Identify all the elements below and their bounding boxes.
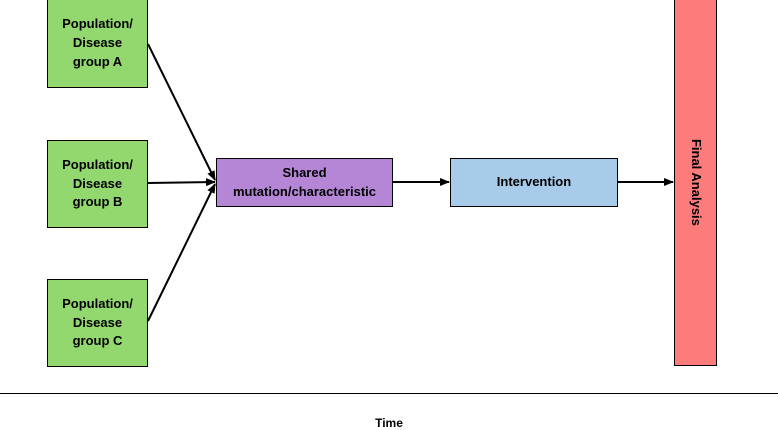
group-a-line1: Population/ bbox=[62, 16, 133, 32]
group-c-line1: Population/ bbox=[62, 295, 133, 311]
intervention-label: Intervention bbox=[496, 174, 572, 190]
time-axis-line bbox=[0, 393, 778, 394]
population-group-a-node: Population/ Disease group A bbox=[47, 0, 148, 88]
time-axis-label: Time bbox=[375, 416, 403, 430]
arrow-group-b-to-shared bbox=[147, 178, 216, 187]
population-group-c-node: Population/ Disease group C bbox=[47, 279, 148, 367]
arrow-group-a-to-shared bbox=[147, 43, 216, 181]
group-a-line2: Disease bbox=[72, 35, 123, 51]
final-analysis-node: Final Analysis bbox=[674, 0, 717, 366]
shared-line2: mutation/characteristic bbox=[232, 183, 377, 199]
group-b-line2: Disease bbox=[72, 175, 123, 191]
group-c-line2: Disease bbox=[72, 314, 123, 330]
population-group-b-node: Population/ Disease group B bbox=[47, 140, 148, 228]
shared-line1: Shared bbox=[282, 164, 327, 180]
intervention-node: Intervention bbox=[450, 158, 618, 207]
final-analysis-label: Final Analysis bbox=[688, 139, 704, 226]
group-a-line3: group A bbox=[72, 53, 123, 69]
group-b-line3: group B bbox=[72, 194, 123, 210]
shared-characteristic-node: Shared mutation/characteristic bbox=[216, 158, 393, 207]
group-c-line3: group C bbox=[72, 333, 123, 349]
arrow-group-c-to-shared bbox=[147, 183, 216, 322]
group-b-line1: Population/ bbox=[62, 156, 133, 172]
